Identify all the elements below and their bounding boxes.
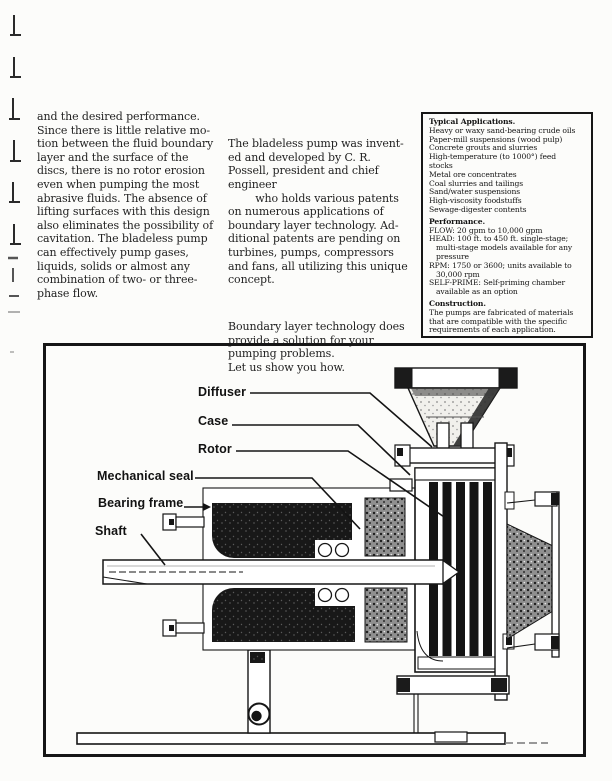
case-right-wall	[494, 442, 508, 701]
volute-and-suction	[494, 442, 560, 701]
diffuser-leader	[250, 392, 433, 448]
support-leg	[247, 649, 271, 734]
crop-mark	[9, 98, 20, 120]
case-foot	[434, 731, 468, 743]
shaft-label: Shaft	[95, 524, 127, 538]
performance-list: FLOW: 20 gpm to 10,000 gpm HEAD: 100 ft.…	[429, 225, 573, 297]
shaft-shape	[102, 559, 461, 585]
crop-mark	[10, 15, 21, 36]
base-plate	[76, 732, 548, 745]
performance-section: Performance. FLOW: 20 gpm to 10,000 gpm …	[429, 216, 587, 297]
crop-mark	[10, 140, 21, 162]
shaft-leader	[140, 533, 166, 566]
crop-mark	[9, 182, 20, 203]
crop-mark	[10, 224, 21, 245]
bearing-frame-label: Bearing frame	[98, 496, 184, 510]
construction-section: Construction. The pumps are fabricated o…	[429, 298, 587, 335]
rotor-label: Rotor	[198, 442, 232, 456]
mechanical-seal-label: Mechanical seal	[97, 469, 194, 483]
case-label: Case	[198, 414, 229, 428]
specifications-box: Typical Applications. Heavy or waxy sand…	[421, 112, 593, 338]
applications-section: Typical Applications. Heavy or waxy sand…	[429, 117, 587, 215]
column2-paragraph-1: The bladeless pump was invent- ed and de…	[228, 137, 408, 287]
mechanical-seal-leader	[195, 477, 361, 530]
volute-cone	[506, 523, 554, 640]
applications-heading: Typical Applications.	[429, 117, 516, 126]
diagram-frame	[43, 343, 586, 757]
bearing-frame-arrowhead	[203, 503, 211, 511]
housing-bolts	[162, 513, 205, 637]
diffuser-label: Diffuser	[198, 385, 247, 399]
seal-gland-bolt	[389, 478, 413, 492]
diffuser-throat-wall	[460, 422, 474, 451]
pump-cross-section-drawing	[43, 343, 586, 757]
registration-marks	[8, 15, 21, 353]
suction-flange	[551, 491, 560, 658]
rotor-leader	[236, 450, 451, 522]
body-column-2: The bladeless pump was invent- ed and de…	[228, 110, 428, 401]
case-bottom-band	[417, 656, 503, 670]
diffuser-throat-wall	[436, 422, 450, 451]
bottom-flange	[396, 675, 510, 743]
leader-lines	[140, 392, 451, 566]
mechanical-seal-shape	[364, 478, 413, 643]
performance-heading: Performance.	[429, 216, 486, 226]
body-column-1: and the desired performance. Since there…	[37, 110, 214, 300]
construction-text: The pumps are fabricated of materials th…	[429, 307, 574, 335]
ball-bearings	[317, 542, 350, 603]
diffuser-shape	[394, 367, 518, 451]
applications-list: Heavy or waxy sand-bearing crude oils Pa…	[429, 125, 576, 214]
drain-line	[413, 694, 419, 733]
crop-mark	[10, 57, 21, 78]
case-leader	[232, 424, 411, 476]
construction-heading: Construction.	[429, 298, 486, 308]
